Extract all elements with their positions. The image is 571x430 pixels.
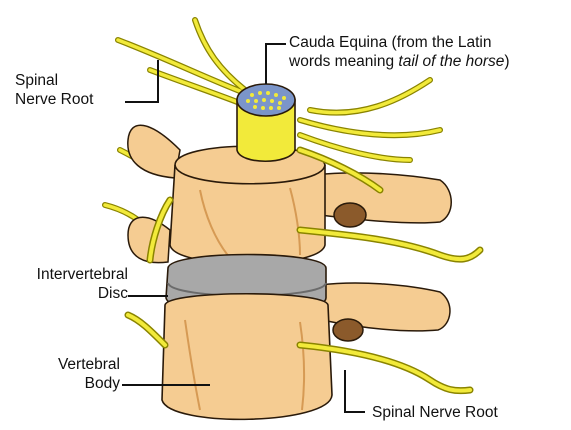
leader-spinal-nerve-root-top	[125, 60, 158, 102]
label-cauda-equina: Cauda Equina (from the Latin words meani…	[289, 33, 510, 71]
lower-vertebral-body	[162, 294, 332, 420]
label-cauda-equina-line-1: Cauda Equina (from the Latin	[289, 33, 510, 52]
label-vertebral-body-line-1: Vertebral	[20, 355, 120, 374]
transverse-process-left-upper	[128, 125, 180, 178]
upper-vertebral-body	[170, 146, 325, 264]
facet-joint-right-lower	[333, 319, 363, 341]
label-vertebral-body-line-2: Body	[20, 374, 120, 393]
label-spinal-nerve-root-top-line-2: Nerve Root	[15, 90, 93, 109]
label-intervertebral-disc-line-1: Intervertebral	[8, 265, 128, 284]
label-cauda-equina-suffix: )	[504, 53, 509, 70]
leader-spinal-nerve-root-bottom	[345, 370, 365, 412]
leader-cauda-equina	[266, 44, 286, 84]
label-spinal-nerve-root-bottom: Spinal Nerve Root	[372, 403, 498, 422]
label-intervertebral-disc-line-2: Disc	[8, 284, 128, 303]
label-intervertebral-disc: Intervertebral Disc	[8, 265, 128, 303]
facet-joint-right-upper	[334, 203, 366, 227]
label-cauda-equina-prefix: words meaning	[289, 53, 398, 70]
label-spinal-nerve-root-top-line-1: Spinal	[15, 71, 93, 90]
label-cauda-equina-italic: tail of the horse	[398, 53, 504, 70]
label-spinal-nerve-root-bottom-line-1: Spinal Nerve Root	[372, 403, 498, 422]
label-spinal-nerve-root-top: Spinal Nerve Root	[15, 71, 93, 109]
cauda-equina-bundle	[237, 84, 295, 161]
label-vertebral-body: Vertebral Body	[20, 355, 120, 393]
label-cauda-equina-line-2: words meaning tail of the horse)	[289, 52, 510, 71]
